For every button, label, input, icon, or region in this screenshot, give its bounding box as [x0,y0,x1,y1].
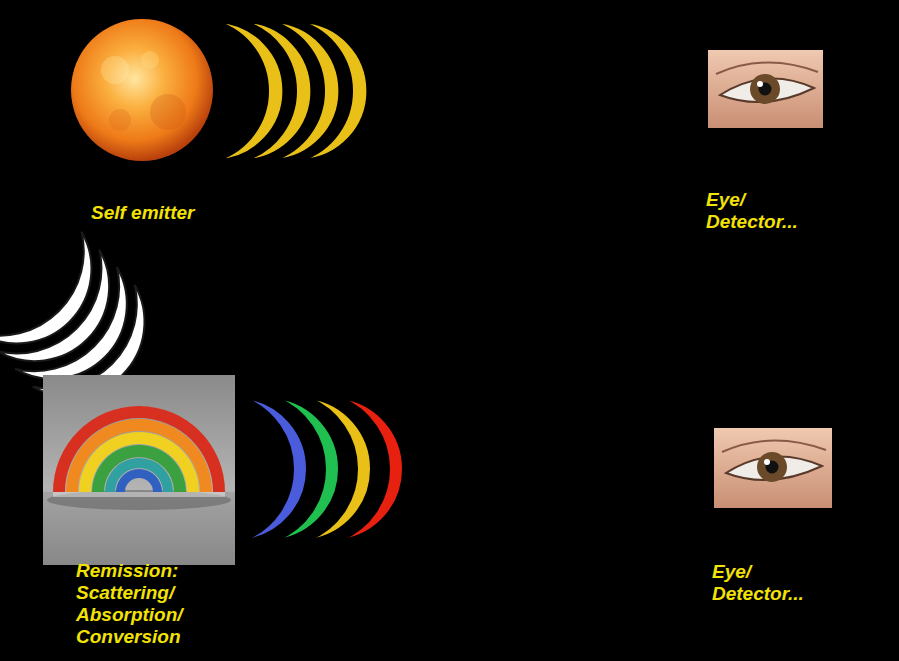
rainbow-toy-picture [43,375,235,565]
light-waves [218,22,367,160]
sun-picture [71,19,213,161]
caption-label: Remission: Scattering/ Absorption/ Conve… [76,560,201,648]
eye-picture [708,50,823,128]
caption-label: Eye/ Detector... [712,561,824,605]
eye-picture [714,428,832,508]
caption-label: Self emitter [91,202,194,224]
remitted-waves [245,398,403,540]
caption-label: Eye/ Detector... [706,189,818,233]
